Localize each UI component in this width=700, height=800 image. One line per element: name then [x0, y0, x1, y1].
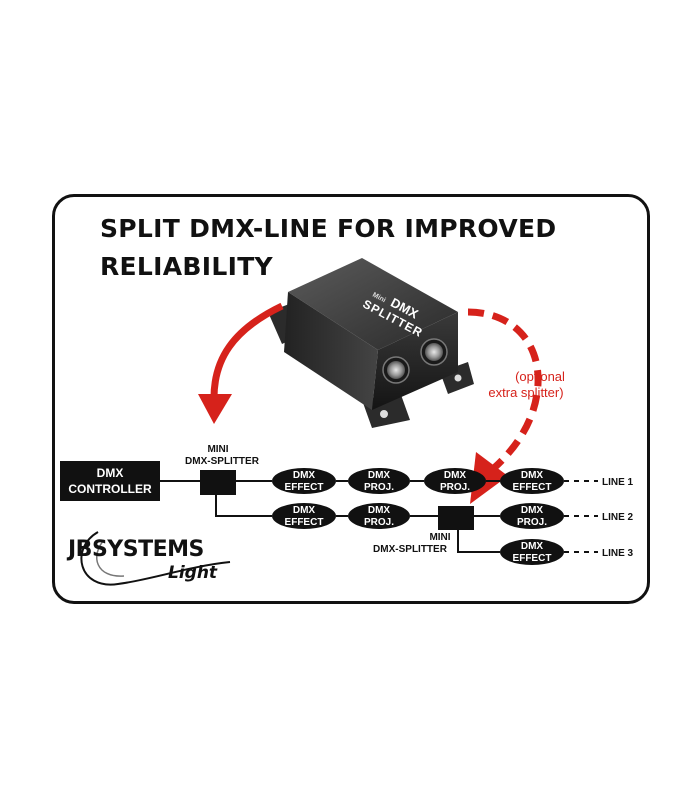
jbsystems-logo: JBSYSTEMS Light	[66, 531, 231, 586]
diagram-title-line1: SPLIT DMX-LINE FOR IMPROVED	[100, 214, 557, 243]
node-label-bottom: PROJ.	[440, 482, 470, 493]
node-label-top: DMX	[368, 470, 391, 481]
red-arrow-head	[198, 394, 232, 424]
node-label-top: DMX	[521, 541, 544, 552]
dmx-controller: DMX CONTROLLER	[60, 461, 160, 501]
dmx-controller-box	[60, 461, 160, 501]
node-line1-proj-1: DMX PROJ.	[348, 468, 410, 494]
line-continuation-dashes	[564, 480, 598, 553]
node-line2-proj-2: DMX PROJ.	[500, 503, 564, 529]
main-splitter-label-2: DMX-SPLITTER	[185, 456, 260, 467]
extra-splitter-label-1: MINI	[429, 532, 450, 543]
node-label-bottom: PROJ.	[517, 517, 547, 528]
node-label-top: DMX	[521, 470, 544, 481]
line-2-label: LINE 2	[602, 512, 634, 523]
extra-splitter-label-2: DMX-SPLITTER	[373, 544, 448, 555]
mini-dmx-splitter-main: MINI DMX-SPLITTER	[185, 444, 260, 495]
red-dashed-arrow-to-extra-splitter	[467, 308, 542, 471]
logo-brand: JBSYSTEMS	[66, 537, 204, 562]
device-side	[284, 292, 378, 410]
node-line2-effect: DMX EFFECT	[272, 503, 336, 529]
node-line2-proj-1: DMX PROJ.	[348, 503, 410, 529]
logo-sub: Light	[168, 563, 218, 583]
diagram-title-line2: RELIABILITY	[100, 252, 273, 281]
node-label-top: DMX	[293, 470, 316, 481]
node-label-bottom: EFFECT	[513, 482, 552, 493]
node-label-top: DMX	[444, 470, 467, 481]
main-splitter-box	[200, 470, 236, 495]
node-label-top: DMX	[521, 505, 544, 516]
node-label-bottom: PROJ.	[364, 482, 394, 493]
node-label-bottom: EFFECT	[285, 517, 324, 528]
optional-note-line2: extra splitter)	[488, 385, 563, 400]
node-label-bottom: EFFECT	[285, 482, 324, 493]
dmx-wiring	[160, 480, 500, 553]
diagram-frame	[52, 194, 650, 604]
xlr-connector-1-core	[387, 361, 405, 379]
node-line1-effect-2: DMX EFFECT	[500, 468, 564, 494]
dmx-controller-label-1: DMX	[97, 466, 124, 480]
node-line1-effect: DMX EFFECT	[272, 468, 336, 494]
flange-hole	[380, 410, 388, 418]
node-label-bottom: EFFECT	[513, 553, 552, 564]
optional-note-line1: (optional	[515, 369, 565, 384]
flange-hole	[454, 374, 462, 382]
dmx-splitter-device: Mini DMX SPLITTER	[268, 258, 474, 428]
device-top	[288, 258, 458, 350]
logo-swoosh	[80, 531, 231, 586]
logo-swoosh-inner	[95, 539, 125, 577]
node-line1-proj-2: DMX PROJ.	[424, 468, 486, 494]
main-splitter-label-1: MINI	[207, 444, 228, 455]
line-3-label: LINE 3	[602, 548, 634, 559]
red-arrow-to-main-splitter	[210, 302, 284, 399]
xlr-connector-2-core	[425, 343, 443, 361]
device-front	[372, 312, 458, 410]
red-dashed-arrow-head	[470, 452, 508, 504]
mini-dmx-splitter-extra: MINI DMX-SPLITTER	[373, 506, 474, 555]
node-line3-effect: DMX EFFECT	[500, 539, 564, 565]
node-label-top: DMX	[293, 505, 316, 516]
node-label-top: DMX	[368, 505, 391, 516]
line-1-label: LINE 1	[602, 477, 634, 488]
dmx-controller-label-2: CONTROLLER	[68, 482, 152, 496]
node-label-bottom: PROJ.	[364, 517, 394, 528]
extra-splitter-box	[438, 506, 474, 530]
